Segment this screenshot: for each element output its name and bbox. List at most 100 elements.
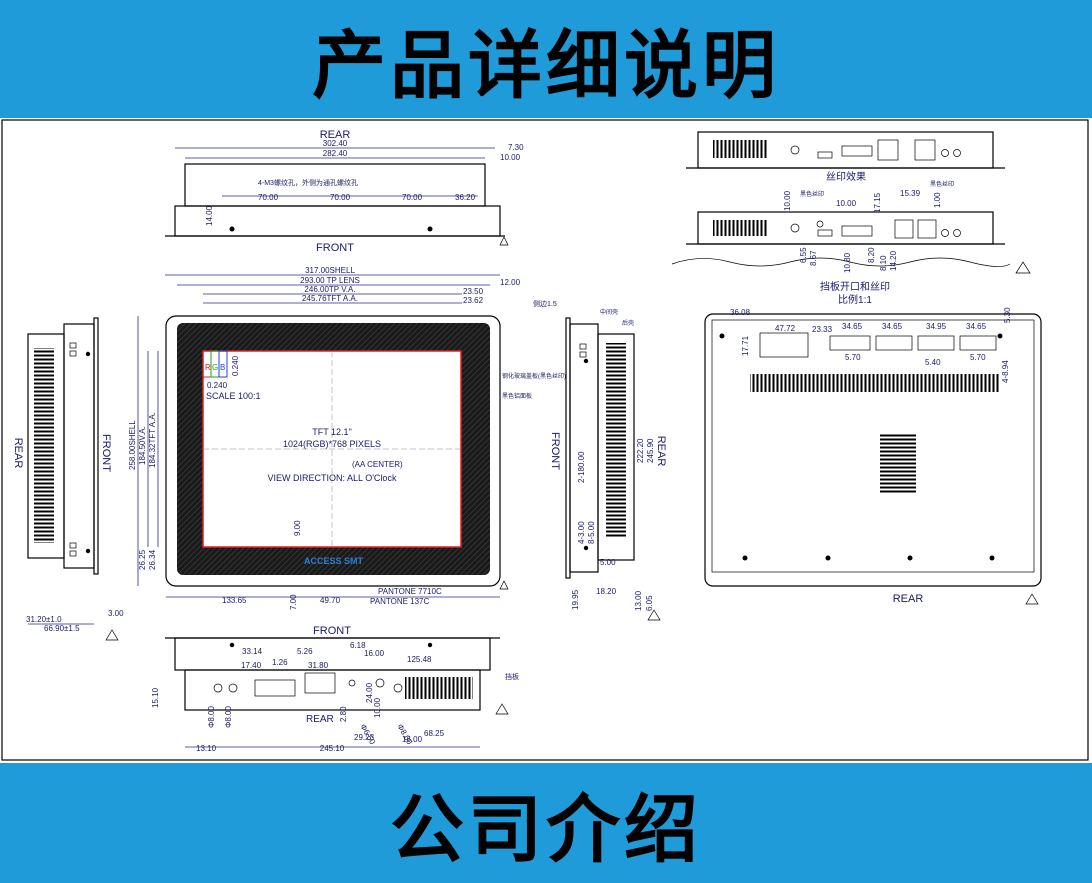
view-direction: VIEW DIRECTION: ALL O'Clock xyxy=(268,473,397,483)
dim-125-48: 125.48 xyxy=(407,655,432,664)
dim-23-62: 23.62 xyxy=(463,296,484,305)
silk-dim-10-b: 10.00 xyxy=(836,199,857,208)
silk-ratio: 比例1:1 xyxy=(838,293,872,306)
dim-10: 10.00 xyxy=(373,697,382,718)
pantone-137c: PANTONE 137C xyxy=(370,597,430,606)
footer-title: 公司介绍 xyxy=(390,786,702,873)
dim-0-240-h: 0.240 xyxy=(207,381,228,390)
rear-dim-5-40: 5.40 xyxy=(925,358,941,367)
rear-dim-17-71: 17.71 xyxy=(741,335,750,356)
front-view: 317.00SHELL 293.00 TP LENS 246.00TP V.A.… xyxy=(128,266,566,610)
aa-center: (AA CENTER) xyxy=(352,460,403,469)
rear-dim-34-65-a: 34.65 xyxy=(842,322,863,331)
dim-26-34: 26.34 xyxy=(148,549,157,570)
dim-3: 3.00 xyxy=(108,609,124,618)
dim-18-20: 18.20 xyxy=(596,587,617,596)
label-glass: 钢化玻璃盖板(黑色丝印) xyxy=(502,372,566,380)
dim-7: 7.00 xyxy=(289,594,298,610)
monitor-shell xyxy=(165,315,501,587)
dim-36-20: 36.20 xyxy=(455,193,476,202)
label-plate: 挡板 xyxy=(505,672,519,681)
drawing-frame xyxy=(1,119,1089,761)
dim-phi8-b: Φ8.00 xyxy=(224,705,233,728)
dim-6-05: 6.05 xyxy=(645,595,654,611)
dim-222-20: 222.20 xyxy=(636,438,645,463)
bottom-front-label: FRONT xyxy=(313,625,351,637)
dim-9: 9.00 xyxy=(293,520,302,536)
left-front-label: FRONT xyxy=(100,434,112,472)
dim-tp-lens: 293.00 TP LENS xyxy=(300,276,360,285)
silk-caption: 挡板开口和丝印 xyxy=(820,280,890,293)
dim-4-3: 4-3.00 xyxy=(577,521,586,544)
label-mid-shell: 中间壳 xyxy=(600,308,618,316)
rear-dim-47-72: 47.72 xyxy=(775,324,796,333)
rgb-g: G xyxy=(212,363,218,372)
dim-5-26: 5.26 xyxy=(297,647,313,656)
dim-10-00: 10.00 xyxy=(500,153,521,162)
silk-black-label-b: 黑色丝印 xyxy=(930,180,954,188)
header-title: 产品详细说明 xyxy=(312,22,780,109)
dim-16-b: 16.00 xyxy=(402,735,423,744)
tft-pixels: 1024(RGB)*768 PIXELS xyxy=(283,439,381,449)
dim-66-90: 66.90±1.5 xyxy=(44,624,80,633)
dim-282: 282.40 xyxy=(323,149,348,158)
dim-23-50: 23.50 xyxy=(463,287,484,296)
rgb-b: B xyxy=(220,363,225,372)
right-rear-label: REAR xyxy=(655,436,667,467)
pantone-7710c: PANTONE 7710C xyxy=(378,587,442,596)
rear-dim-4-8-94: 4-8.94 xyxy=(1001,360,1010,383)
dim-side-1-5: 侧边1.5 xyxy=(533,299,557,308)
dim-7-30: 7.30 xyxy=(508,143,524,152)
dim-12: 12.00 xyxy=(500,278,521,287)
scale-label: SCALE 100:1 xyxy=(206,391,261,401)
dim-31-20: 31.20±1.0 xyxy=(26,615,62,624)
dim-302: 302.40 xyxy=(323,139,348,148)
silk-dim-15-39: 15.39 xyxy=(900,189,921,198)
dim-aa-h: 184.32TFT A.A. xyxy=(148,412,157,468)
dim-19-95: 19.95 xyxy=(571,589,580,610)
rgb-r: R xyxy=(205,363,211,372)
dim-shell-h: 258.00SHELL xyxy=(128,420,137,470)
dim-14-00: 14.00 xyxy=(205,205,214,226)
dim-70-b: 70.00 xyxy=(330,193,351,202)
dim-31-80: 31.80 xyxy=(308,661,329,670)
rear-dim-34-95: 34.95 xyxy=(926,322,947,331)
silk-title: 丝印效果 xyxy=(826,170,866,183)
silk-dim-8-67: 8.67 xyxy=(809,250,818,266)
rear-dim-5-30: 5.30 xyxy=(1003,307,1012,323)
rear-dim-5-70-b: 5.70 xyxy=(970,353,986,362)
left-side-view: REAR FRONT 31.20±1.0 66.90±1.5 3.00 xyxy=(12,317,124,641)
rear-view-label: REAR xyxy=(893,593,924,605)
thread-note: 4-M3螺纹孔，外侧为通孔螺纹孔 xyxy=(258,178,358,187)
dim-2-180: 2-180.00 xyxy=(577,451,586,483)
top-view-rear-label: REAR xyxy=(320,129,351,141)
brand-logo: ACCESS SMT xyxy=(304,556,364,566)
bottom-view: FRONT 33.14 5.26 6.18 16.00 125.48 17.40… xyxy=(151,625,519,753)
technical-drawing: REAR 302.40 282.40 7.30 10.00 4-M3螺纹孔，外侧… xyxy=(0,118,1092,763)
dim-33-14: 33.14 xyxy=(242,647,263,656)
dim-13-10: 13.10 xyxy=(196,744,217,753)
drawing-canvas: REAR 302.40 282.40 7.30 10.00 4-M3螺纹孔，外侧… xyxy=(1,119,1089,761)
right-side-view: 侧边1.5 中间壳 后壳 FRONT REAR 222.20 245.90 2-… xyxy=(533,299,667,621)
dim-tp-va: 246.00TP V.A. xyxy=(304,285,355,294)
header-banner: 产品详细说明 xyxy=(0,0,1092,118)
label-rear-shell: 后壳 xyxy=(622,319,634,327)
silk-dim-10-80: 10.80 xyxy=(843,252,852,273)
silk-dim-10-a: 10.00 xyxy=(783,190,792,211)
dim-68-25: 68.25 xyxy=(424,729,445,738)
label-frame: 黑色铝面板 xyxy=(502,392,532,400)
dim-2-80: 2.80 xyxy=(339,706,348,722)
top-view: REAR 302.40 282.40 7.30 10.00 4-M3螺纹孔，外侧… xyxy=(165,129,524,254)
silk-dim-6-55: 6.55 xyxy=(799,247,808,263)
silk-dim-17-15: 17.15 xyxy=(873,192,882,213)
left-rear-label: REAR xyxy=(12,438,24,469)
silk-black-label-a: 黑色丝印 xyxy=(800,190,824,198)
dim-tft-aa: 245.76TFT A.A. xyxy=(302,294,358,303)
dim-5: 5.00 xyxy=(600,558,616,567)
dim-shell-w: 317.00SHELL xyxy=(305,266,355,275)
dim-1-26: 1.26 xyxy=(272,658,288,667)
dim-16-a: 16.00 xyxy=(364,649,385,658)
right-front-label: FRONT xyxy=(549,432,561,470)
dim-13: 13.00 xyxy=(634,590,643,611)
dim-26-25: 26.25 xyxy=(138,549,147,570)
